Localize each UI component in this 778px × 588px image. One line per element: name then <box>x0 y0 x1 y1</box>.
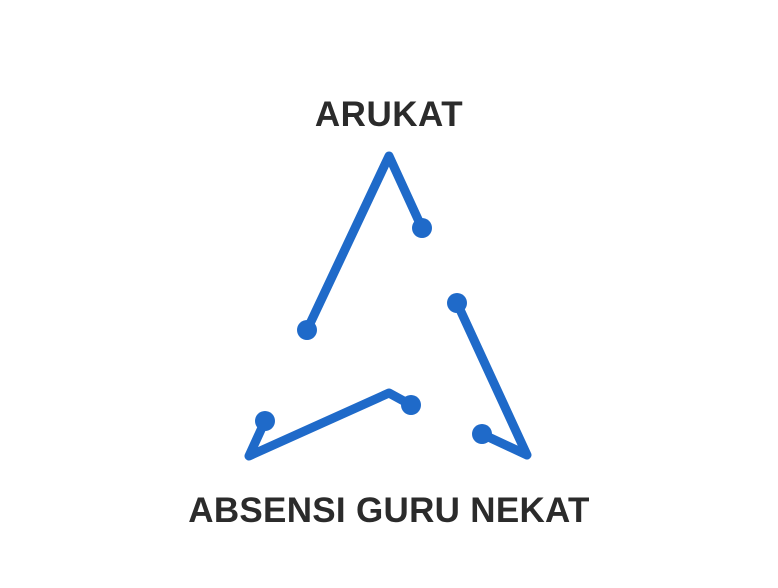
logo-bottom-stroke <box>244 388 416 461</box>
logo-left-stroke <box>302 151 427 335</box>
logo-node <box>401 395 421 415</box>
brand-tagline: ABSENSI GURU NEKAT <box>188 491 590 530</box>
logo-node <box>447 293 467 313</box>
brand-title: ARUKAT <box>314 95 464 134</box>
logo-node <box>412 218 432 238</box>
logo-node <box>472 424 492 444</box>
logo-node <box>255 411 275 431</box>
logo-right-stroke <box>452 298 532 460</box>
logo-node <box>297 320 317 340</box>
